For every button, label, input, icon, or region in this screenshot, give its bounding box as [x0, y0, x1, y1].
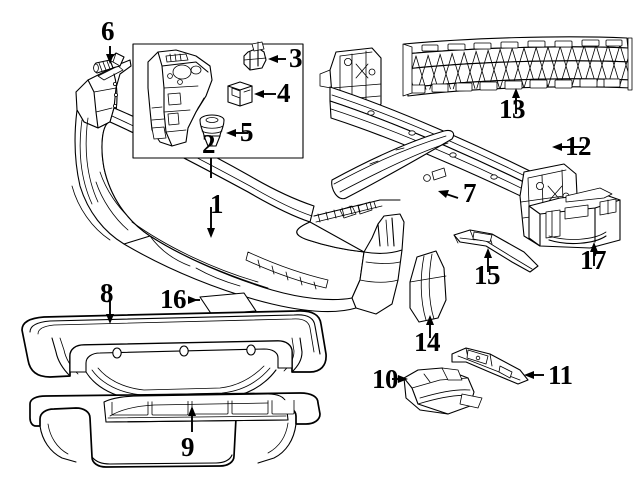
part-2-quarter-panel-bracket — [147, 49, 213, 147]
callout-label-2[interactable]: 2 — [202, 129, 216, 159]
leader-lines — [106, 46, 598, 432]
callout-label-12[interactable]: 12 — [565, 131, 592, 161]
part-8-lower-valance-panel — [21, 310, 327, 401]
part-15-upper-support-rail — [453, 229, 539, 273]
callout-label-11[interactable]: 11 — [548, 360, 573, 390]
callout-label-4[interactable]: 4 — [277, 78, 291, 108]
callout-label-13[interactable]: 13 — [499, 94, 526, 124]
callout-label-16[interactable]: 16 — [160, 284, 187, 314]
callout-label-3[interactable]: 3 — [289, 43, 303, 73]
part-10-exhaust-finisher — [403, 367, 483, 415]
part-11-side-support-bracket — [451, 347, 529, 385]
callout-label-15[interactable]: 15 — [474, 260, 501, 290]
part-14-corner-filler-panel — [409, 250, 447, 323]
part-9-rear-diffuser — [29, 392, 321, 468]
part-17-side-mount-bracket — [528, 187, 621, 249]
callout-label-1[interactable]: 1 — [210, 189, 224, 219]
callout-label-9[interactable]: 9 — [181, 432, 195, 462]
part-13-energy-absorber — [402, 36, 633, 97]
callout-label-17[interactable]: 17 — [580, 245, 607, 275]
callout-label-5[interactable]: 5 — [240, 117, 254, 147]
part-3-retainer-clip — [243, 41, 267, 71]
callout-label-14[interactable]: 14 — [414, 327, 441, 357]
part-6-hex-bolt — [93, 52, 125, 74]
callout-label-8[interactable]: 8 — [100, 278, 114, 308]
part-7-lower-trim-strip — [331, 129, 455, 200]
part-4-bumper-clip — [227, 81, 253, 107]
callout-label-7[interactable]: 7 — [463, 178, 477, 208]
part-16-reflector-plate — [199, 292, 257, 316]
part-5-push-pin-fastener — [199, 114, 225, 147]
callout-label-10[interactable]: 10 — [372, 364, 399, 394]
callout-label-6[interactable]: 6 — [101, 16, 115, 46]
